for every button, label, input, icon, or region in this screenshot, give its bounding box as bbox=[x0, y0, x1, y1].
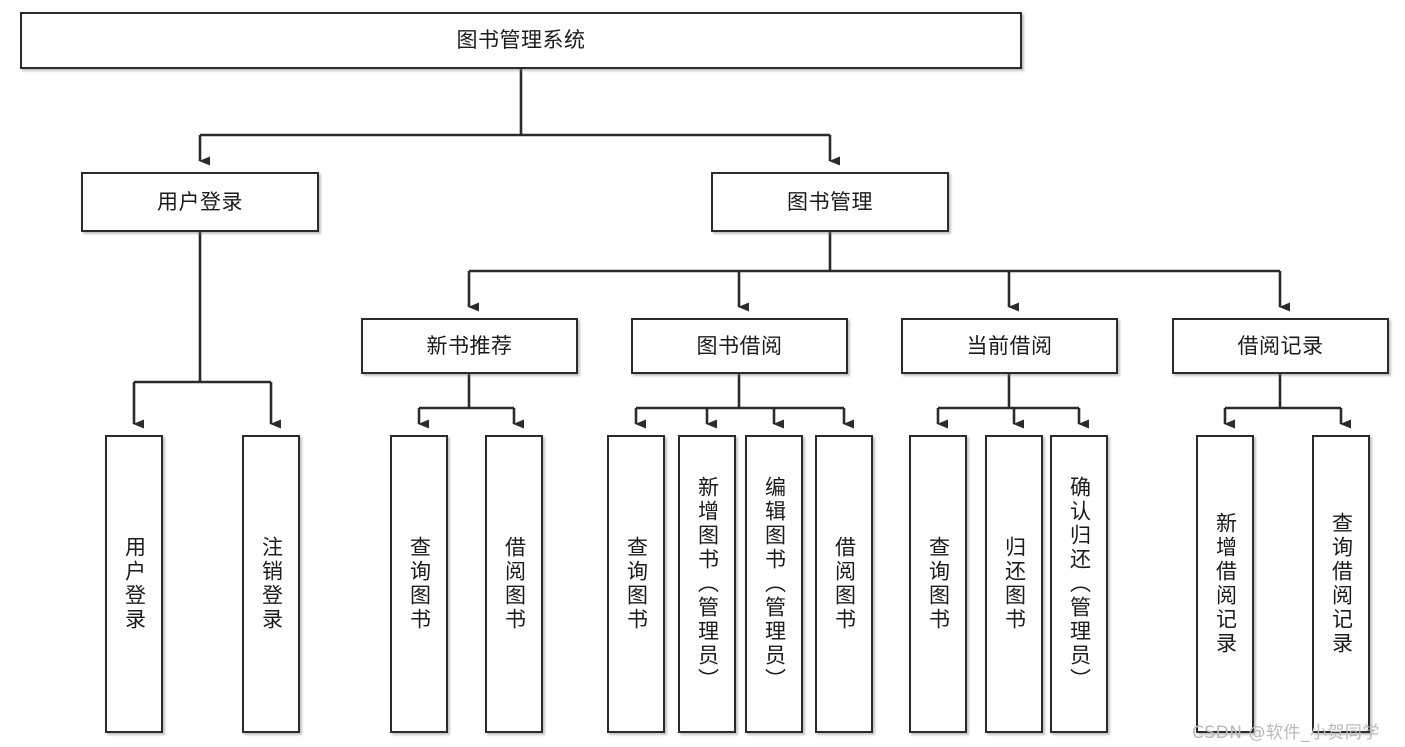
node-book-borrow[interactable]: 图书借阅 bbox=[631, 318, 848, 374]
node-label: 用户登录 bbox=[157, 189, 243, 214]
node-leaf-query-book-3[interactable]: 查询图书 bbox=[909, 435, 967, 733]
node-leaf-borrow-book-2[interactable]: 借阅图书 bbox=[815, 435, 873, 733]
node-label: 新增图书（管理员） bbox=[695, 476, 720, 692]
node-label: 新增借阅记录 bbox=[1213, 512, 1238, 656]
node-leaf-query-book-2[interactable]: 查询图书 bbox=[607, 435, 665, 733]
node-new-book-recommend[interactable]: 新书推荐 bbox=[361, 318, 578, 374]
node-leaf-borrow-book-1[interactable]: 借阅图书 bbox=[485, 435, 543, 733]
node-label: 注销登录 bbox=[259, 536, 284, 632]
node-label: 查询借阅记录 bbox=[1329, 512, 1354, 656]
node-label: 借阅图书 bbox=[502, 536, 527, 632]
node-leaf-confirm-return-admin[interactable]: 确认归还（管理员） bbox=[1050, 435, 1108, 733]
node-label: 图书管理 bbox=[787, 189, 873, 214]
node-label: 用户登录 bbox=[122, 536, 147, 632]
node-leaf-add-book-admin[interactable]: 新增图书（管理员） bbox=[678, 435, 736, 733]
node-label: 编辑图书（管理员） bbox=[762, 476, 787, 692]
node-label: 查询图书 bbox=[926, 536, 951, 632]
node-leaf-return-book[interactable]: 归还图书 bbox=[985, 435, 1043, 733]
node-label: 当前借阅 bbox=[966, 333, 1053, 358]
csdn-watermark: CSDN @软件_小贺同学 bbox=[1192, 723, 1380, 743]
node-leaf-edit-book-admin[interactable]: 编辑图书（管理员） bbox=[745, 435, 803, 733]
node-book-manage[interactable]: 图书管理 bbox=[711, 172, 949, 232]
edge-group bbox=[132, 69, 1351, 429]
node-leaf-user-login[interactable]: 用户登录 bbox=[105, 435, 163, 733]
node-label: 新书推荐 bbox=[426, 333, 513, 358]
node-leaf-add-borrow-record[interactable]: 新增借阅记录 bbox=[1196, 435, 1254, 733]
node-label: 确认归还（管理员） bbox=[1067, 476, 1092, 692]
node-current-borrow[interactable]: 当前借阅 bbox=[901, 318, 1118, 374]
node-label: 查询图书 bbox=[624, 536, 649, 632]
node-label: 图书管理系统 bbox=[456, 28, 586, 53]
node-label: 借阅图书 bbox=[832, 536, 857, 632]
node-label: 借阅记录 bbox=[1237, 333, 1324, 358]
node-borrow-record[interactable]: 借阅记录 bbox=[1172, 318, 1389, 374]
node-label: 查询图书 bbox=[407, 536, 432, 632]
node-user-login[interactable]: 用户登录 bbox=[81, 172, 319, 232]
node-leaf-logout-login[interactable]: 注销登录 bbox=[242, 435, 300, 733]
node-label: 图书借阅 bbox=[696, 333, 783, 358]
node-leaf-query-book-1[interactable]: 查询图书 bbox=[390, 435, 448, 733]
node-leaf-query-borrow-record[interactable]: 查询借阅记录 bbox=[1312, 435, 1370, 733]
node-label: 归还图书 bbox=[1002, 536, 1027, 632]
node-root[interactable]: 图书管理系统 bbox=[20, 12, 1022, 69]
